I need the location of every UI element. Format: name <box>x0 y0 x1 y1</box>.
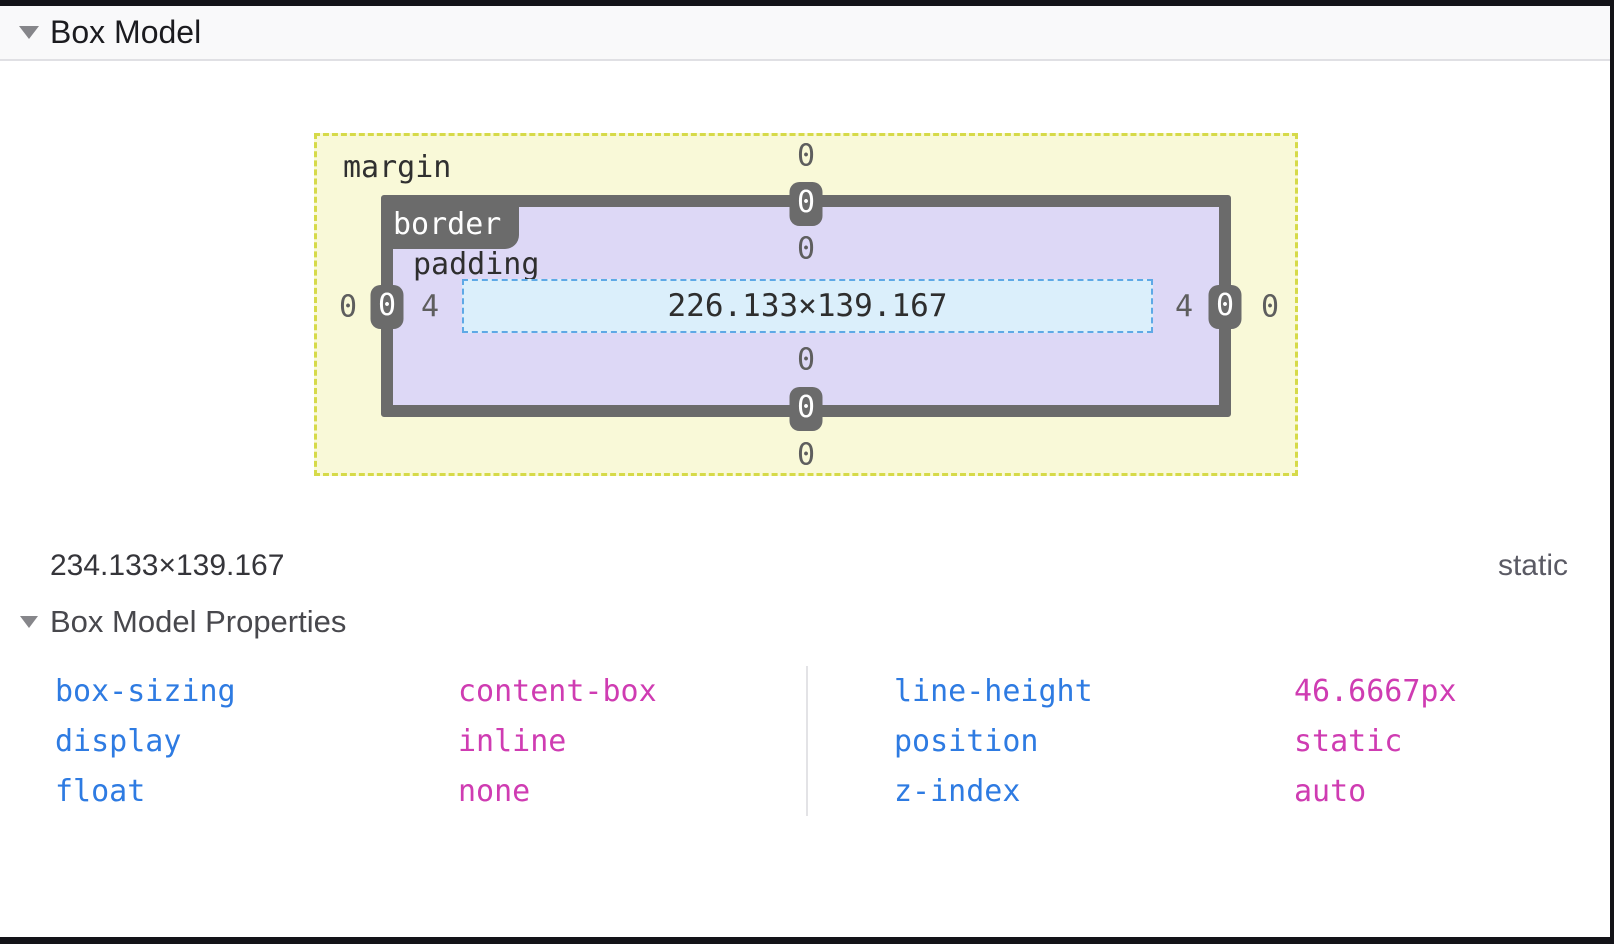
property-value: inline <box>458 723 567 759</box>
element-size-text: 234.133×139.167 <box>50 549 285 582</box>
property-value: static <box>1294 723 1403 759</box>
collapse-arrow-icon[interactable] <box>20 616 38 628</box>
screen-edge-top <box>0 0 1614 6</box>
content-region[interactable]: 226.133×139.167 <box>462 279 1153 333</box>
property-row: position static <box>808 716 1614 766</box>
border-top-width-badge[interactable]: 0 <box>789 182 823 226</box>
box-model-section-title: Box Model <box>50 14 202 50</box>
properties-column-1: box-sizing content-box display inline fl… <box>0 666 806 816</box>
content-size-value[interactable]: 226.133×139.167 <box>667 288 948 324</box>
property-row: float none <box>0 766 806 816</box>
property-name: position <box>894 723 1039 759</box>
margin-top-value[interactable]: 0 <box>796 138 816 174</box>
border-right-width-badge[interactable]: 0 <box>1208 285 1242 329</box>
element-position-text: static <box>1497 549 1568 582</box>
padding-right-value[interactable]: 4 <box>1174 289 1194 325</box>
screen-edge-bottom <box>0 937 1614 944</box>
padding-left-value[interactable]: 4 <box>420 289 440 325</box>
properties-list: box-sizing content-box display inline fl… <box>0 666 1614 816</box>
collapse-arrow-icon[interactable] <box>19 26 39 39</box>
border-left-width-badge[interactable]: 0 <box>370 285 404 329</box>
property-value: none <box>458 773 531 809</box>
margin-right-value[interactable]: 0 <box>1260 289 1280 325</box>
border-bottom-width-badge[interactable]: 0 <box>789 387 823 431</box>
property-value: content-box <box>458 673 657 709</box>
padding-label: padding <box>413 247 540 282</box>
property-value: 46.6667px <box>1294 673 1457 709</box>
box-model-properties-header[interactable]: Box Model Properties <box>20 604 346 640</box>
padding-top-value[interactable]: 0 <box>796 231 816 267</box>
property-row: z-index auto <box>808 766 1614 816</box>
padding-bottom-value[interactable]: 0 <box>796 342 816 378</box>
box-model-section-header[interactable]: Box Model <box>0 6 1610 61</box>
property-name: z-index <box>894 773 1021 809</box>
property-row: display inline <box>0 716 806 766</box>
margin-bottom-value[interactable]: 0 <box>796 437 816 473</box>
box-model-properties-title: Box Model Properties <box>50 604 347 639</box>
element-summary-row: 234.133×139.167 static <box>50 549 1568 583</box>
property-row: box-sizing content-box <box>0 666 806 716</box>
property-name: float <box>55 773 146 809</box>
margin-label: margin <box>343 150 452 185</box>
properties-column-2: line-height 46.6667px position static z-… <box>806 666 1614 816</box>
border-label: border <box>381 207 520 249</box>
margin-left-value[interactable]: 0 <box>338 289 358 325</box>
property-name: box-sizing <box>55 673 236 709</box>
property-name: line-height <box>894 673 1093 709</box>
property-value: auto <box>1294 773 1367 809</box>
property-name: display <box>55 723 182 759</box>
box-model-diagram: margin 0 0 0 0 border padding 0 0 0 0 0 … <box>314 133 1298 476</box>
property-row: line-height 46.6667px <box>808 666 1614 716</box>
screen-edge-right <box>1610 0 1614 944</box>
